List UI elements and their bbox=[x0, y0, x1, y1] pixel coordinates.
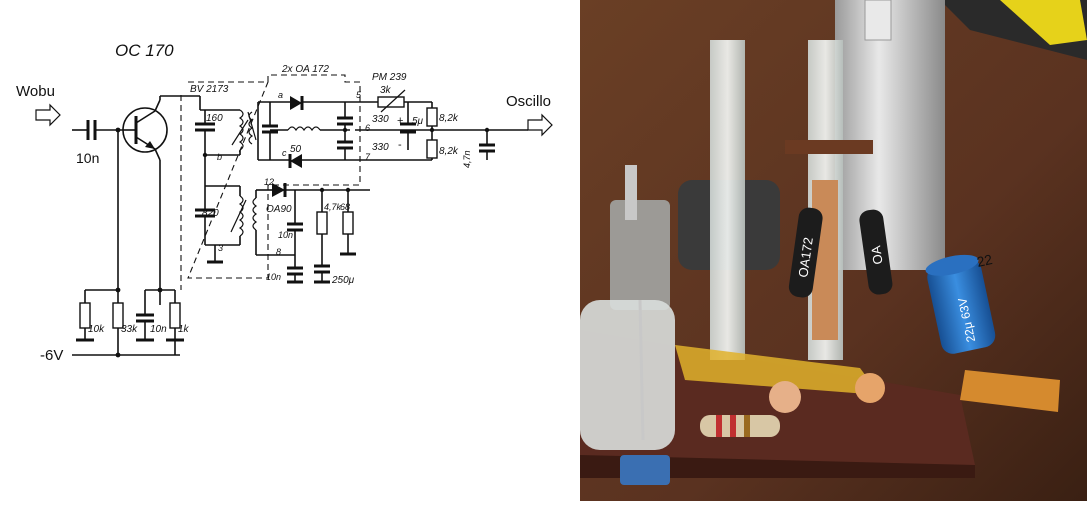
diode-oa172-left: OA172 bbox=[788, 207, 823, 298]
tool-handle bbox=[1000, 0, 1087, 45]
module-label: BV 2173 bbox=[190, 84, 229, 95]
svg-text:330: 330 bbox=[372, 142, 389, 153]
pot-body bbox=[377, 96, 405, 108]
transistor-label: OC 170 bbox=[115, 41, 174, 60]
svg-text:33k: 33k bbox=[121, 324, 138, 335]
svg-text:4,7n: 4,7n bbox=[462, 150, 472, 168]
input-label: Wobu bbox=[16, 83, 55, 100]
output-arrow-icon bbox=[527, 113, 553, 137]
svg-text:820: 820 bbox=[202, 208, 219, 219]
svg-text:22: 22 bbox=[975, 251, 994, 270]
primary-coil bbox=[238, 109, 244, 151]
svg-text:250μ: 250μ bbox=[331, 275, 355, 286]
svg-text:4,7k: 4,7k bbox=[324, 202, 342, 212]
metal-shield-can bbox=[835, 0, 945, 270]
detector-diode bbox=[272, 183, 285, 197]
res-8k2-top bbox=[426, 107, 438, 127]
supply-label: -6V bbox=[40, 347, 63, 364]
coil-former-left bbox=[610, 200, 670, 310]
svg-text:330: 330 bbox=[372, 114, 389, 125]
diode-lower bbox=[290, 154, 302, 168]
output-label: Oscillo bbox=[506, 93, 551, 110]
svg-text:+: + bbox=[397, 115, 403, 127]
input-arrow-icon bbox=[35, 103, 61, 127]
filter-module-outline bbox=[187, 74, 361, 279]
schematic-panel: OC 170 Wobu 10n bbox=[16, 41, 553, 364]
svg-text:3: 3 bbox=[218, 243, 223, 253]
tertiary-coil bbox=[287, 126, 321, 132]
detector-diode-label: OA90 bbox=[266, 204, 292, 215]
svg-text:10n: 10n bbox=[150, 324, 167, 335]
diode-upper bbox=[290, 96, 302, 110]
svg-text:OA: OA bbox=[868, 244, 886, 265]
svg-text:10k: 10k bbox=[88, 324, 105, 335]
photo-illustration: OA172 OA 22μ 63V 22 bbox=[580, 0, 1087, 501]
svg-text:68: 68 bbox=[340, 202, 350, 212]
svg-text:3k: 3k bbox=[380, 85, 392, 96]
lower-primary-coil bbox=[238, 195, 244, 237]
coil-tube-left bbox=[710, 40, 745, 360]
svg-text:7: 7 bbox=[365, 152, 371, 162]
res-8k2-bottom bbox=[426, 139, 438, 159]
svg-text:8,2k: 8,2k bbox=[439, 146, 459, 157]
svg-text:10n: 10n bbox=[266, 272, 281, 282]
ceramic-cap-2 bbox=[855, 373, 885, 403]
coupling-cap-label: 10n bbox=[76, 150, 99, 166]
svg-text:1k: 1k bbox=[178, 324, 190, 335]
resistor bbox=[700, 415, 780, 437]
film-capacitor bbox=[620, 455, 670, 485]
pot-wiper bbox=[380, 89, 406, 113]
svg-text:-: - bbox=[398, 139, 402, 151]
res-33k bbox=[112, 302, 124, 329]
diode-oa172-right: OA bbox=[859, 209, 893, 295]
svg-text:8,2k: 8,2k bbox=[439, 113, 459, 124]
svg-text:5: 5 bbox=[356, 90, 362, 100]
svg-text:a: a bbox=[278, 90, 283, 100]
secondary-coil bbox=[248, 111, 254, 145]
coil-socket bbox=[675, 345, 880, 395]
lower-secondary-coil bbox=[252, 197, 258, 231]
pot-label: PM 239 bbox=[372, 72, 407, 83]
svg-text:8: 8 bbox=[276, 247, 281, 257]
svg-text:OA172: OA172 bbox=[795, 236, 815, 278]
electrolytic-capacitor: 22μ 63V 22 bbox=[925, 251, 996, 354]
svg-text:10n: 10n bbox=[278, 230, 293, 240]
svg-text:5μ: 5μ bbox=[412, 116, 424, 127]
circuit-photo: OA172 OA 22μ 63V 22 bbox=[580, 0, 1087, 501]
svg-text:160: 160 bbox=[206, 113, 223, 124]
svg-text:c: c bbox=[282, 148, 287, 158]
res-4k7 bbox=[316, 211, 328, 235]
res-68 bbox=[342, 211, 354, 235]
svg-text:b: b bbox=[217, 152, 222, 162]
diode-pair-label: 2x OA 172 bbox=[281, 64, 329, 75]
svg-text:6: 6 bbox=[365, 123, 370, 133]
svg-text:12: 12 bbox=[264, 177, 274, 187]
insulation-sleeve bbox=[960, 370, 1060, 412]
circuit-schematic: OC 170 Wobu 10n bbox=[16, 41, 553, 364]
svg-text:50: 50 bbox=[290, 144, 302, 155]
ceramic-cap-1 bbox=[769, 381, 801, 413]
